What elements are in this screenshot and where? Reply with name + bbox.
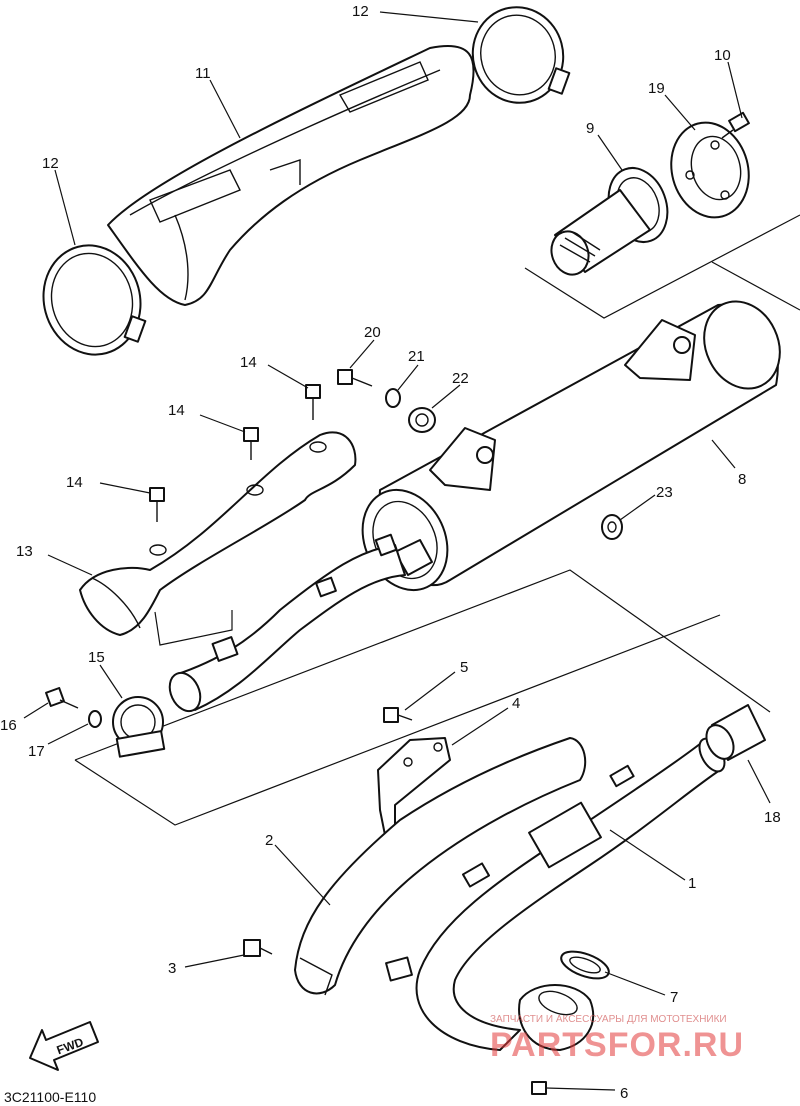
callout: 2 xyxy=(265,832,273,849)
part-10-screw xyxy=(721,111,750,139)
part-9-spark-arrester xyxy=(550,167,669,276)
part-8-muffler xyxy=(361,300,781,592)
callout: 16 xyxy=(0,717,17,734)
watermark: ЗАПЧАСТИ И АКСЕССУАРЫ ДЛЯ МОТОТЕХНИКИ PA… xyxy=(490,1014,744,1064)
callout: 7 xyxy=(670,989,678,1006)
callout: 14 xyxy=(66,474,83,491)
callout: 3 xyxy=(168,960,176,977)
part-12-clamp-right xyxy=(471,6,571,104)
connector-pipe xyxy=(168,533,406,713)
part-17-washer xyxy=(88,710,102,728)
callout: 20 xyxy=(364,324,381,341)
callout: 22 xyxy=(452,370,469,387)
callout: 12 xyxy=(352,3,369,20)
callout: 5 xyxy=(460,659,468,676)
part-16-bolt xyxy=(45,687,79,709)
part-1-exhaust-pipe xyxy=(415,737,726,1051)
callout: 18 xyxy=(764,809,781,826)
callout: 17 xyxy=(28,743,45,760)
part-6-nut xyxy=(531,1081,547,1095)
part-14-bolt-b xyxy=(243,427,259,460)
callout: 14 xyxy=(240,354,257,371)
part-23-collar xyxy=(601,514,623,540)
callout: 15 xyxy=(88,649,105,666)
part-12-clamp-left xyxy=(42,244,147,356)
part-7-gasket xyxy=(560,950,610,980)
part-22-grommet xyxy=(408,407,436,433)
part-18-sleeve xyxy=(705,704,766,761)
diagram-code: 3C21100-E110 xyxy=(4,1089,96,1105)
callout: 4 xyxy=(512,695,520,712)
callout: 21 xyxy=(408,348,425,365)
part-13-heat-protector xyxy=(79,431,357,636)
part-14-bolt-a xyxy=(305,384,321,420)
callout: 8 xyxy=(738,471,746,488)
callout: 10 xyxy=(714,47,731,64)
part-11-heat-shield xyxy=(107,44,475,306)
part-5-bolt xyxy=(383,707,413,723)
callout: 19 xyxy=(648,80,665,97)
callout-labels: 12 11 12 10 19 9 20 21 22 14 14 14 13 8 … xyxy=(0,3,781,1102)
part-4-bracket xyxy=(377,737,451,836)
exhaust-flange xyxy=(518,984,595,1051)
callout: 6 xyxy=(620,1085,628,1102)
callout: 23 xyxy=(656,484,673,501)
callout: 13 xyxy=(16,543,33,560)
part-20-bolt xyxy=(337,369,373,387)
part-2-protector xyxy=(294,737,587,996)
part-3-bolt xyxy=(243,939,273,957)
watermark-brand: PARTSFOR.RU xyxy=(490,1026,744,1064)
fwd-arrow-icon: FWD xyxy=(29,1021,99,1071)
callout: 9 xyxy=(586,120,594,137)
part-15-clamp xyxy=(112,696,166,758)
callout: 12 xyxy=(42,155,59,172)
part-14-bolt-c xyxy=(149,487,165,522)
leader-lines xyxy=(23,11,771,1091)
callout: 14 xyxy=(168,402,185,419)
watermark-tagline: ЗАПЧАСТИ И АКСЕССУАРЫ ДЛЯ МОТОТЕХНИКИ xyxy=(490,1014,727,1025)
part-21-washer xyxy=(385,388,401,408)
part-19-end-cap xyxy=(670,121,750,219)
callout: 1 xyxy=(688,875,696,892)
callout: 11 xyxy=(195,65,211,82)
